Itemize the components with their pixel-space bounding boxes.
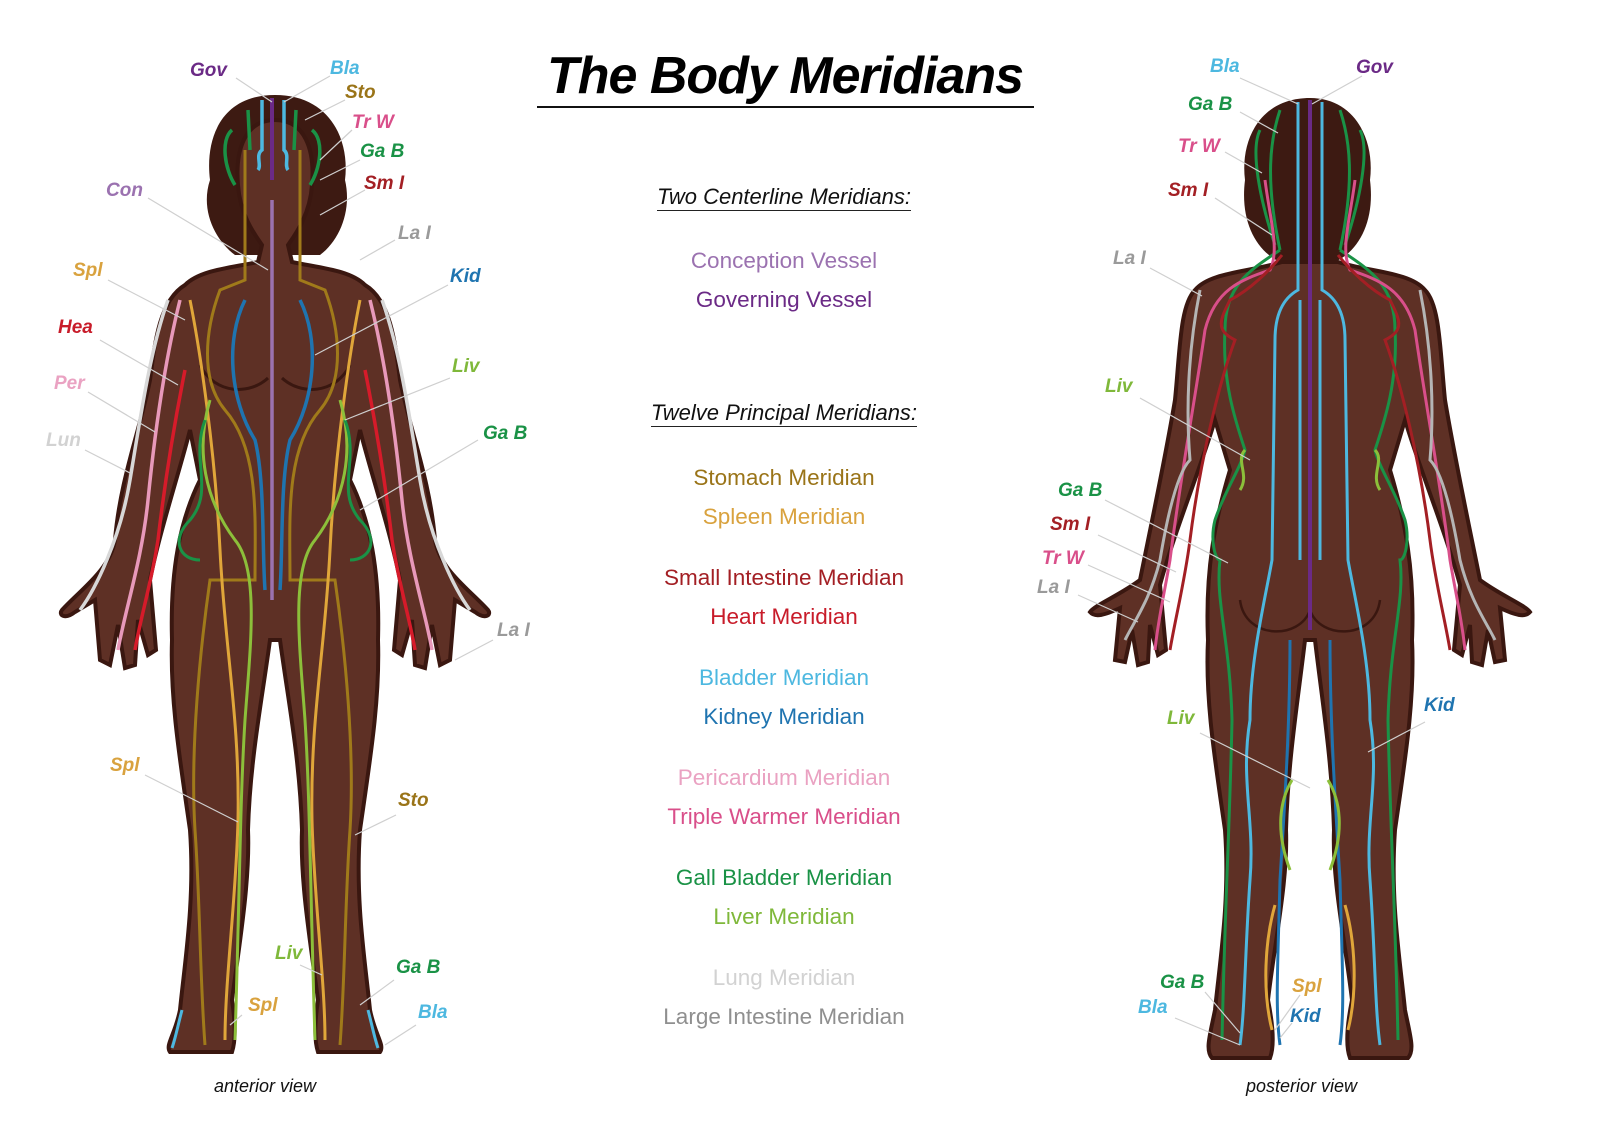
anterior-label-gab-foot: Ga B — [396, 957, 441, 978]
posterior-label-gab-hip: Ga B — [1058, 480, 1103, 501]
legend-governing-vessel: Governing Vessel — [695, 287, 873, 312]
legend-small-intestine: Small Intestine Meridian — [663, 565, 905, 590]
posterior-label-kid-foot: Kid — [1290, 1006, 1321, 1027]
posterior-label-smi-arm: Sm I — [1050, 514, 1091, 535]
title-underline — [537, 106, 1034, 108]
legend-conception-vessel: Conception Vessel — [690, 248, 878, 273]
anterior-label-bla: Bla — [330, 58, 360, 79]
legend-large-intestine: Large Intestine Meridian — [663, 1004, 905, 1029]
posterior-label-liv-waist: Liv — [1105, 376, 1133, 397]
legend-triple-warmer: Triple Warmer Meridian — [667, 804, 901, 829]
anterior-label-lai-shoulder: La I — [398, 223, 431, 244]
anterior-label-spl-arm: Spl — [73, 260, 103, 281]
legend-bladder: Bladder Meridian — [698, 665, 870, 690]
anterior-label-kid: Kid — [450, 266, 481, 287]
anterior-label-trw: Tr W — [352, 112, 394, 133]
anterior-label-liv-torso: Liv — [452, 356, 480, 377]
anterior-label-liv-leg: Liv — [275, 943, 303, 964]
posterior-label-trw-arm: Tr W — [1042, 548, 1084, 569]
legend-heart: Heart Meridian — [710, 604, 858, 629]
posterior-label-spl-foot: Spl — [1292, 976, 1322, 997]
legend-spleen: Spleen Meridian — [702, 504, 866, 529]
page-title: The Body Meridians — [546, 47, 1024, 105]
anterior-label-smi: Sm I — [364, 173, 405, 194]
anterior-label-spl-foot: Spl — [248, 995, 278, 1016]
anterior-label-sto-leg: Sto — [398, 790, 429, 811]
anterior-label-bla-foot: Bla — [418, 1002, 448, 1023]
anterior-label-lai-hand: La I — [497, 620, 530, 641]
legend-lung: Lung Meridian — [712, 965, 856, 990]
anterior-figure — [58, 75, 494, 1054]
anterior-label-hea: Hea — [58, 317, 93, 338]
anterior-label-per: Per — [54, 373, 85, 394]
anterior-label-gab: Ga B — [360, 141, 405, 162]
anterior-caption: anterior view — [214, 1076, 317, 1096]
posterior-label-lai-shoulder: La I — [1113, 248, 1146, 269]
anterior-label-gab-hip: Ga B — [483, 423, 528, 444]
anterior-label-spl-leg: Spl — [110, 755, 140, 776]
posterior-label-gab-foot: Ga B — [1160, 972, 1205, 993]
legend-pericardium: Pericardium Meridian — [677, 765, 891, 790]
legend-gall-bladder: Gall Bladder Meridian — [675, 865, 893, 890]
centerline-heading: Two Centerline Meridians: — [657, 184, 911, 211]
posterior-label-liv-knee: Liv — [1167, 708, 1195, 729]
posterior-label-bla: Bla — [1210, 56, 1240, 77]
posterior-figure — [1077, 75, 1533, 1060]
posterior-label-smi: Sm I — [1168, 180, 1209, 201]
anterior-label-con: Con — [106, 180, 143, 201]
legend-kidney: Kidney Meridian — [703, 704, 865, 729]
posterior-label-kid-leg: Kid — [1424, 695, 1455, 716]
posterior-label-trw: Tr W — [1178, 136, 1220, 157]
anterior-label-gov: Gov — [190, 60, 227, 81]
anterior-label-lun: Lun — [46, 430, 81, 451]
legend-stomach: Stomach Meridian — [693, 465, 875, 490]
principal-heading: Twelve Principal Meridians: — [650, 400, 918, 427]
anterior-label-sto: Sto — [345, 82, 376, 103]
posterior-label-bla-foot: Bla — [1138, 997, 1168, 1018]
posterior-label-lai-hand: La I — [1037, 577, 1070, 598]
posterior-label-gab: Ga B — [1188, 94, 1233, 115]
legend-liver: Liver Meridian — [713, 904, 855, 929]
posterior-label-gov: Gov — [1356, 57, 1393, 78]
posterior-caption: posterior view — [1246, 1076, 1358, 1096]
